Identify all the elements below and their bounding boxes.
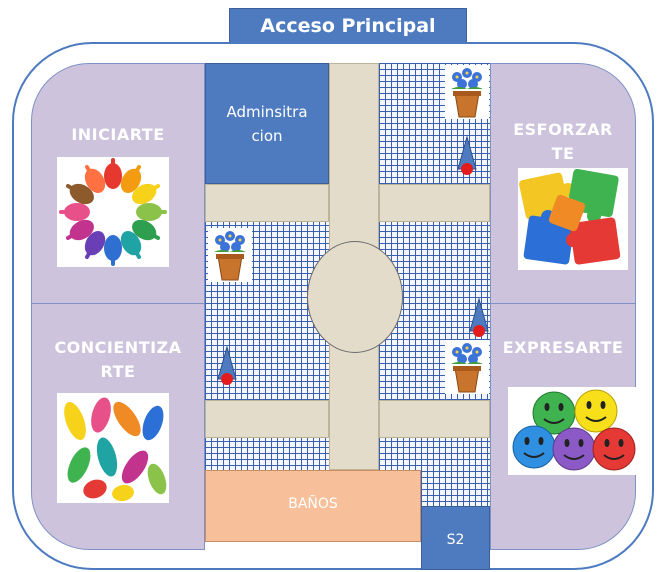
left-zone-divider [31,303,205,304]
administration-label-line2: cion [251,127,283,145]
flower-pot-icon [445,65,489,119]
footprints-icon [57,393,169,503]
right-zone-divider [490,303,636,304]
upper-right-path [379,184,490,222]
fire-extinguisher-icon [214,345,240,389]
smiley-faces-icon [508,387,642,475]
bathrooms-room [205,470,421,542]
bathrooms-label: BAÑOS [288,496,338,512]
concientizarte-label-line1: CONCIENTIZA [54,338,182,357]
esforzarte-label-line2: TE [551,144,575,163]
s2-label: S2 [446,532,465,548]
s2-room [421,506,490,570]
expresarte-label: EXPRESARTE [502,338,624,357]
fire-extinguisher-icon [454,135,480,179]
fire-extinguisher-icon [466,297,492,341]
puzzle-icon [518,168,628,270]
flower-pot-icon [208,228,252,282]
lower-right-path [379,400,490,438]
concientizarte-label-line2: RTE [100,362,136,381]
administration-label-line1: Adminsitra [226,103,308,121]
lower-left-path [205,400,329,438]
esforzarte-label-line1: ESFORZAR [513,120,613,139]
administration-room [205,63,329,184]
hands-circle-icon [57,157,169,267]
upper-left-path [205,184,329,222]
main-entrance-label: Acceso Principal [229,8,467,44]
flower-pot-icon [445,340,489,394]
central-roundabout [307,241,403,353]
iniciarte-label: INICIARTE [71,125,165,144]
